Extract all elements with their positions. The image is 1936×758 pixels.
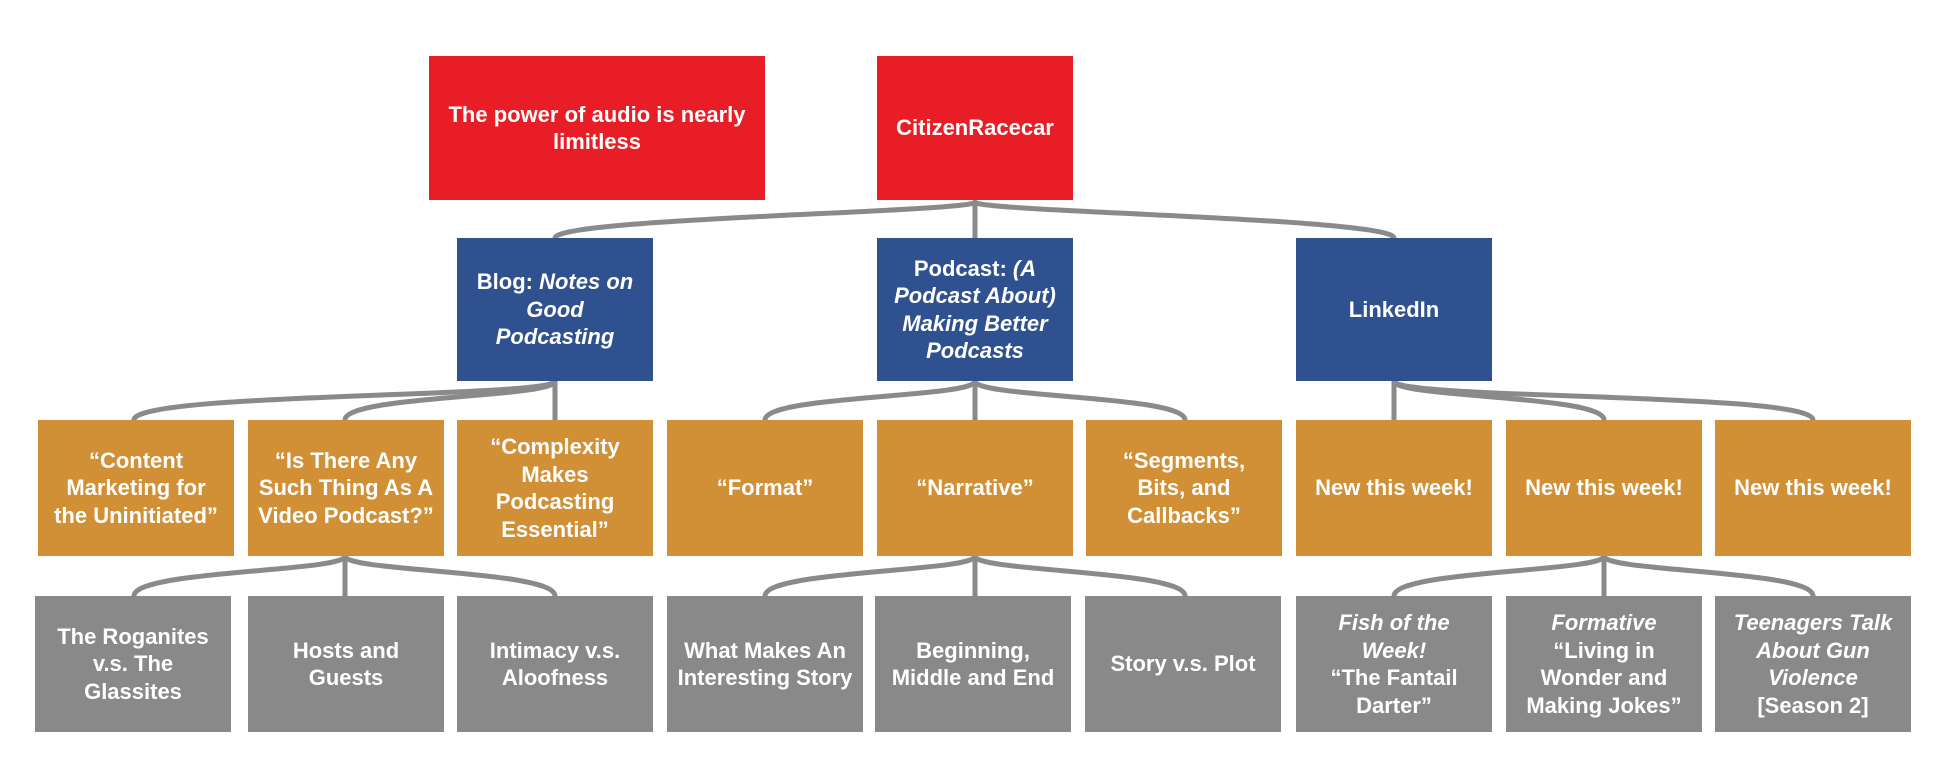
connector-podcast-format: [762, 378, 978, 423]
connector-root-linkedin: [972, 199, 1397, 241]
node-format-label: “Format”: [716, 475, 814, 501]
node-interesting-story: What Makes An Interesting Story: [667, 596, 863, 732]
connector-root-blog: [552, 199, 978, 241]
node-formative-episode: “Living in Wonder and Making Jokes”: [1526, 637, 1682, 718]
tagline-text: The power of audio is nearly limitless: [448, 101, 746, 155]
node-intimacy-label: Intimacy v.s. Aloofness: [489, 637, 621, 691]
node-complexity: “Complexity Makes Podcasting Essential”: [457, 420, 653, 556]
node-new-this-week-1: New this week!: [1296, 420, 1492, 556]
node-complexity-label: “Complexity Makes Podcasting Essential”: [490, 434, 620, 542]
node-new-this-week-3: New this week!: [1715, 420, 1911, 556]
root-node-label: CitizenRacecar: [896, 115, 1054, 141]
node-video-podcast-label: “Is There Any Such Thing As A Video Podc…: [258, 447, 434, 528]
node-roganites-label: The Roganites v.s. The Glassites: [57, 623, 209, 704]
node-beginning-middle-end: Beginning, Middle and End: [875, 596, 1071, 732]
node-formative-label: Formative “Living in Wonder and Making J…: [1516, 609, 1692, 719]
node-blog: Blog: Notes on Good Podcasting: [457, 238, 653, 381]
node-content-marketing: “Content Marketing for the Uninitiated”: [38, 420, 234, 556]
node-fish-of-the-week: Fish of the Week! “The Fantail Darter”: [1296, 596, 1492, 732]
node-podcast-prefix: Podcast:: [913, 255, 1013, 281]
node-narrative: “Narrative”: [877, 420, 1073, 556]
node-fish-episode: “The Fantail Darter”: [1330, 665, 1458, 718]
connector-video-roganites: [131, 553, 348, 599]
node-content-marketing-label: “Content Marketing for the Uninitiated”: [54, 447, 218, 528]
node-video-podcast: “Is There Any Such Thing As A Video Podc…: [248, 420, 444, 556]
node-intimacy: Intimacy v.s. Aloofness: [457, 596, 653, 732]
node-podcast-label: Podcast: (A Podcast About) Making Better…: [887, 255, 1063, 365]
node-teenagers: Teenagers Talk About Gun Violence [Seaso…: [1715, 596, 1911, 732]
connector-linkedin-new3: [1391, 378, 1816, 423]
node-teenagers-label: Teenagers Talk About Gun Violence [Seaso…: [1725, 609, 1901, 719]
node-teenagers-episode: [Season 2]: [1757, 692, 1869, 718]
node-fish-show: Fish of the Week!: [1338, 610, 1450, 663]
connector-new2-teenagers: [1601, 553, 1816, 599]
node-formative: Formative “Living in Wonder and Making J…: [1506, 596, 1702, 732]
node-interesting-story-label: What Makes An Interesting Story: [677, 637, 853, 691]
node-new-this-week-1-label: New this week!: [1315, 475, 1473, 501]
connector-narrative-story: [762, 553, 978, 599]
connector-narrative-plot: [972, 553, 1188, 599]
node-segments: “Segments, Bits, and Callbacks”: [1086, 420, 1282, 556]
node-format: “Format”: [667, 420, 863, 556]
node-fish-of-the-week-label: Fish of the Week! “The Fantail Darter”: [1306, 609, 1482, 719]
node-podcast-title: (A Podcast About) Making Better Podcasts: [894, 255, 1056, 364]
node-podcast: Podcast: (A Podcast About) Making Better…: [877, 238, 1073, 381]
connector-new2-fish: [1391, 553, 1607, 599]
node-new-this-week-2-label: New this week!: [1525, 475, 1683, 501]
node-story-plot: Story v.s. Plot: [1085, 596, 1281, 732]
connector-video-intimacy: [342, 553, 558, 599]
node-teenagers-show: Teenagers Talk About Gun Violence: [1733, 610, 1893, 690]
node-story-plot-label: Story v.s. Plot: [1110, 651, 1256, 677]
node-hosts-guests: Hosts and Guests: [248, 596, 444, 732]
node-segments-label: “Segments, Bits, and Callbacks”: [1122, 447, 1246, 528]
node-linkedin-label: LinkedIn: [1348, 296, 1440, 322]
node-roganites: The Roganites v.s. The Glassites: [35, 596, 231, 732]
tagline-box: The power of audio is nearly limitless: [429, 56, 765, 200]
node-narrative-label: “Narrative”: [916, 475, 1034, 501]
node-blog-title: Notes on Good Podcasting: [495, 269, 634, 350]
root-node-citizenracecar: CitizenRacecar: [877, 56, 1073, 200]
node-blog-label: Blog: Notes on Good Podcasting: [467, 268, 643, 351]
node-blog-prefix: Blog:: [476, 269, 540, 295]
connector-podcast-segments: [972, 378, 1188, 423]
node-beginning-middle-end-label: Beginning, Middle and End: [891, 637, 1055, 691]
node-hosts-guests-label: Hosts and Guests: [292, 637, 400, 691]
node-new-this-week-3-label: New this week!: [1734, 475, 1892, 501]
node-formative-show: Formative: [1551, 610, 1657, 635]
connector-blog-video: [342, 378, 558, 423]
connector-blog-content: [131, 378, 558, 423]
node-linkedin: LinkedIn: [1296, 238, 1492, 381]
node-new-this-week-2: New this week!: [1506, 420, 1702, 556]
